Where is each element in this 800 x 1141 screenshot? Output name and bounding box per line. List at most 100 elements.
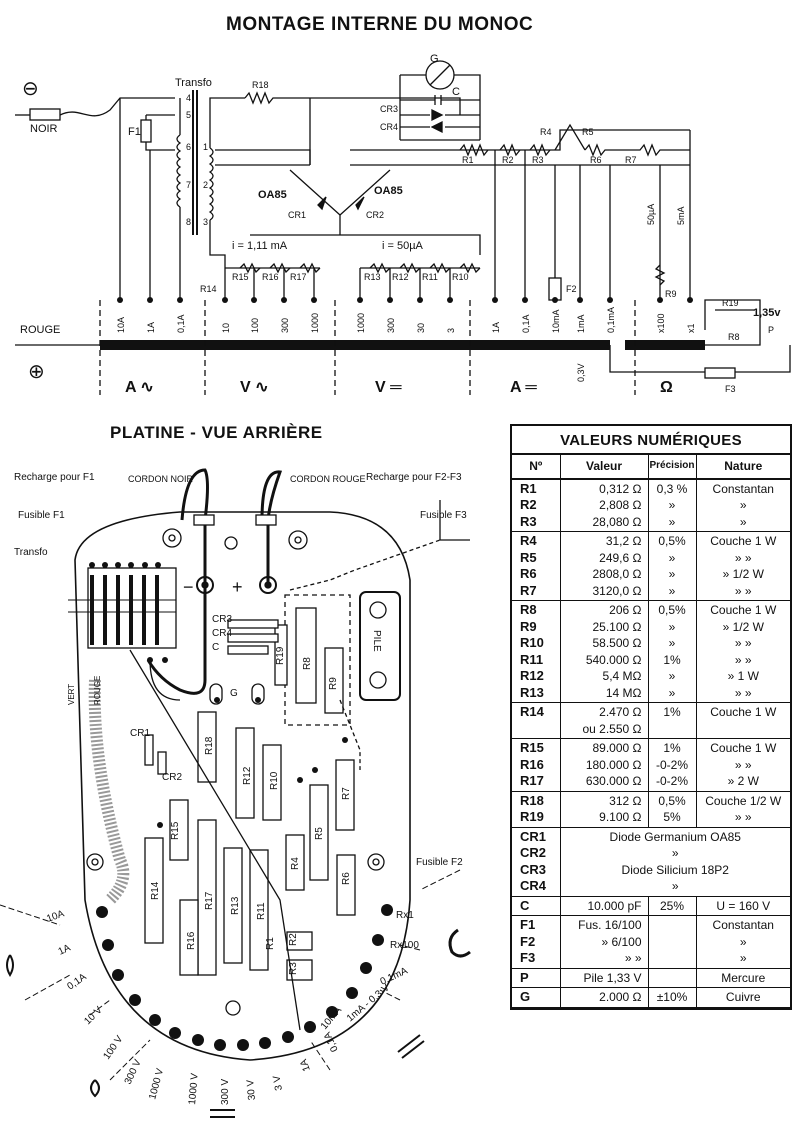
dial-label: 0,1A: [322, 1030, 341, 1054]
part-label: R14: [150, 881, 161, 900]
component-id-line: F1: [520, 917, 536, 932]
part-label: CR1: [130, 728, 150, 739]
component-precision-line: 25%: [659, 898, 685, 913]
part-label: R4: [290, 857, 301, 870]
resistor-label-schematic: R2: [502, 155, 514, 165]
component-id-line: CR4: [520, 878, 547, 893]
component-precision-line: 5%: [663, 810, 681, 824]
component-precision-line: [651, 934, 694, 951]
tap-label: x1: [686, 323, 696, 333]
component-precision: 25%: [648, 896, 697, 916]
component-precision-line: 0,5%: [658, 603, 686, 617]
transfo-label: Transfo: [175, 77, 212, 89]
component-id-line: R11: [520, 651, 544, 667]
component-precision-line: 0,3 %: [656, 481, 688, 496]
current-2: i = 50µA: [382, 240, 424, 252]
component-id-line: R10: [520, 635, 544, 650]
component-value-line: 206 Ω: [609, 603, 642, 617]
component-nature-line: Constantan: [712, 481, 774, 496]
part-label: R5: [314, 827, 325, 840]
section-label: A ∿: [125, 379, 154, 396]
component-nature-line: » »: [734, 685, 752, 700]
dial-label: 10A: [45, 908, 66, 925]
header-valeur: Valeur: [560, 455, 649, 480]
component-id-line: P: [520, 969, 529, 985]
component-value: 2.000 Ω: [560, 987, 649, 1008]
component-precision-line: [651, 970, 694, 987]
resistor-label-schematic: R11: [422, 272, 438, 282]
resistor-label-schematic: R1: [462, 155, 474, 165]
f1-label: F1: [128, 126, 141, 138]
component-id: G: [512, 987, 561, 1008]
part-label: R12: [242, 766, 253, 785]
winding-number: 8: [186, 217, 191, 227]
component-precision-line: 1%: [663, 652, 681, 667]
dial-label: 100 V: [101, 1034, 125, 1062]
ma5-label: 5mA: [676, 206, 686, 225]
component-precision: [648, 915, 697, 969]
component-nature-line: » 1 W: [727, 669, 759, 683]
component-value-line: 10.000 pF: [587, 898, 642, 913]
component-value-line: 312 Ω: [609, 793, 642, 808]
section-label: A ═: [510, 379, 537, 396]
winding-number: 4: [186, 93, 191, 103]
dial-label: 1A: [298, 1057, 313, 1073]
component-value-line: 9.100 Ω: [599, 810, 642, 824]
resistor-label-schematic: R16: [262, 272, 279, 282]
component-nature-line: » »: [734, 583, 752, 598]
component-precision-line: -0-2%: [655, 774, 688, 788]
component-value-line: 2.470 Ω: [599, 705, 642, 719]
component-value-line: » »: [624, 951, 642, 965]
ua50-label: 50µA: [646, 204, 656, 225]
component-precision: ±10%: [648, 987, 697, 1008]
component-id: P: [512, 968, 561, 988]
component-precision: 1%: [648, 702, 697, 739]
component-value-line: 630.000 Ω: [585, 774, 642, 788]
p-label: P: [768, 325, 774, 335]
component-nature-line: » 1/2 W: [722, 567, 764, 581]
transfo-platine-label: Transfo: [14, 547, 48, 558]
component-id: C: [512, 896, 561, 916]
component-nature-line: » 1/2 W: [722, 619, 764, 634]
vert-label: VERT: [67, 684, 76, 705]
tap-label: 0,1mA: [606, 307, 616, 333]
schematic-diagram: ⊖ NOIR ROUGE ⊕ Transfo F1 G C CR3 CR4 OA…: [15, 53, 791, 396]
component-nature: Constantan»»: [696, 915, 790, 969]
component-nature-line: Couche 1/2 W: [705, 793, 782, 808]
tap-label: 0,1A: [521, 314, 531, 333]
recharge-f2f3-label: Recharge pour F2-F3: [366, 472, 462, 483]
platine-title: PLATINE - VUE ARRIÈRE: [110, 423, 323, 442]
part-label: R19: [275, 646, 286, 665]
resistor-label-schematic: R19: [722, 298, 739, 308]
component-nature-line: Couche 1 W: [710, 534, 777, 548]
header-nature: Nature: [696, 455, 790, 480]
component-nature-line: U = 160 V: [716, 898, 771, 913]
section-label: Ω: [660, 379, 673, 396]
component-precision-line: »: [668, 669, 676, 683]
component-nature: Mercure: [696, 968, 790, 988]
tap-label: 10: [221, 323, 231, 333]
component-id-line: R16: [520, 756, 544, 772]
tap-label: 100: [250, 318, 260, 333]
component-nature: Couche 1 W» 1/2 W» »» »» 1 W» »: [696, 600, 790, 703]
part-label: R16: [186, 931, 197, 950]
component-value-line: 0,312 Ω: [599, 481, 642, 496]
dial-label: 0,1A: [65, 971, 88, 992]
component-nature-line: »: [739, 498, 747, 512]
component-id-line: R9: [520, 618, 537, 634]
component-id-line: CR3: [520, 861, 547, 877]
fusible-f1-label: Fusible F1: [18, 510, 65, 521]
v03-label: 0,3V: [576, 363, 586, 382]
part-label: R2: [288, 933, 299, 946]
